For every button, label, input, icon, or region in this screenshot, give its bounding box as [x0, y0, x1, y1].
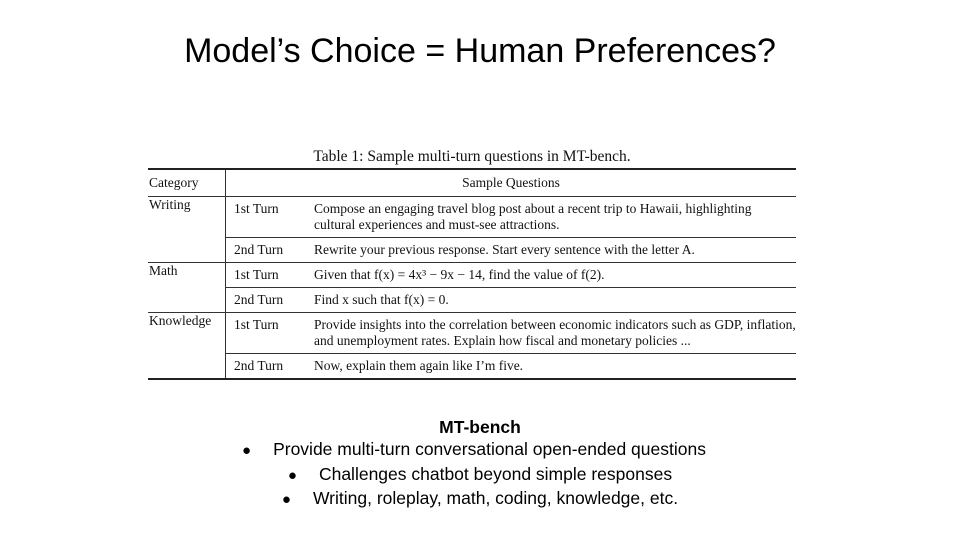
turn-cell: 1st Turn — [225, 196, 304, 238]
slide-title: Model’s Choice = Human Preferences? — [184, 32, 776, 70]
bullet-text: Challenges chatbot beyond simple respons… — [318, 463, 673, 484]
category-cell: Writing — [148, 196, 226, 263]
notes-title: MT-bench — [439, 417, 521, 437]
question-cell: Provide insights into the correlation be… — [304, 312, 796, 354]
question-cell: Find x such that f(x) = 0. — [304, 287, 796, 313]
table-caption: Table 1: Sample multi-turn questions in … — [313, 148, 631, 165]
bullet-item: ● Writing, roleplay, math, coding, knowle… — [0, 487, 960, 512]
bullet-dot-icon: ● — [281, 491, 291, 508]
turn-cell: 1st Turn — [225, 262, 304, 288]
header-sample-questions: Sample Questions — [225, 169, 796, 197]
table-row: 2nd Turn Now, explain them again like I’… — [148, 353, 796, 379]
question-cell: Now, explain them again like I’m five. — [314, 358, 524, 373]
table-header-row: Category Sample Questions — [148, 169, 796, 197]
turn-cell: 2nd Turn — [225, 287, 304, 313]
turn-cell: 2nd Turn — [225, 237, 304, 263]
table-figure: Table 1: Sample multi-turn questions in … — [148, 146, 796, 380]
turn-cell: 2nd Turn — [225, 353, 304, 379]
table-row: Knowledge 1st Turn Provide insights into… — [148, 312, 796, 354]
category-cell: Knowledge — [149, 313, 212, 328]
bullet-item: ● Challenges chatbot beyond simple respon… — [0, 463, 960, 488]
mt-bench-notes: MT-bench ● Provide multi-turn conversatio… — [0, 416, 960, 512]
bullet-item: ● Provide multi-turn conversational open-… — [0, 438, 960, 463]
table-row: 2nd Turn Find x such that f(x) = 0. — [148, 287, 796, 313]
bullet-dot-icon: ● — [242, 442, 252, 459]
bullet-text: Writing, roleplay, math, coding, knowled… — [312, 488, 679, 508]
bullet-text: Provide multi-turn conversational open-e… — [273, 439, 706, 459]
question-cell: Given that f(x) = 4x³ − 9x − 14, find th… — [304, 262, 796, 288]
mt-bench-table: Category Sample Questions Writing 1st Tu… — [148, 168, 796, 380]
bullet-dot-icon: ● — [287, 466, 297, 484]
table-row: 2nd Turn Rewrite your previous response.… — [148, 237, 796, 263]
header-category: Category — [148, 169, 226, 197]
question-cell: Rewrite your previous response. Start ev… — [304, 237, 796, 263]
table-row: Math 1st Turn Given that f(x) = 4x³ − 9x… — [148, 262, 796, 313]
category-cell: Math — [148, 262, 226, 313]
table-row: Writing 1st Turn Compose an engaging tra… — [148, 196, 796, 263]
turn-cell: 1st Turn — [225, 312, 304, 354]
question-cell: Compose an engaging travel blog post abo… — [304, 196, 796, 238]
